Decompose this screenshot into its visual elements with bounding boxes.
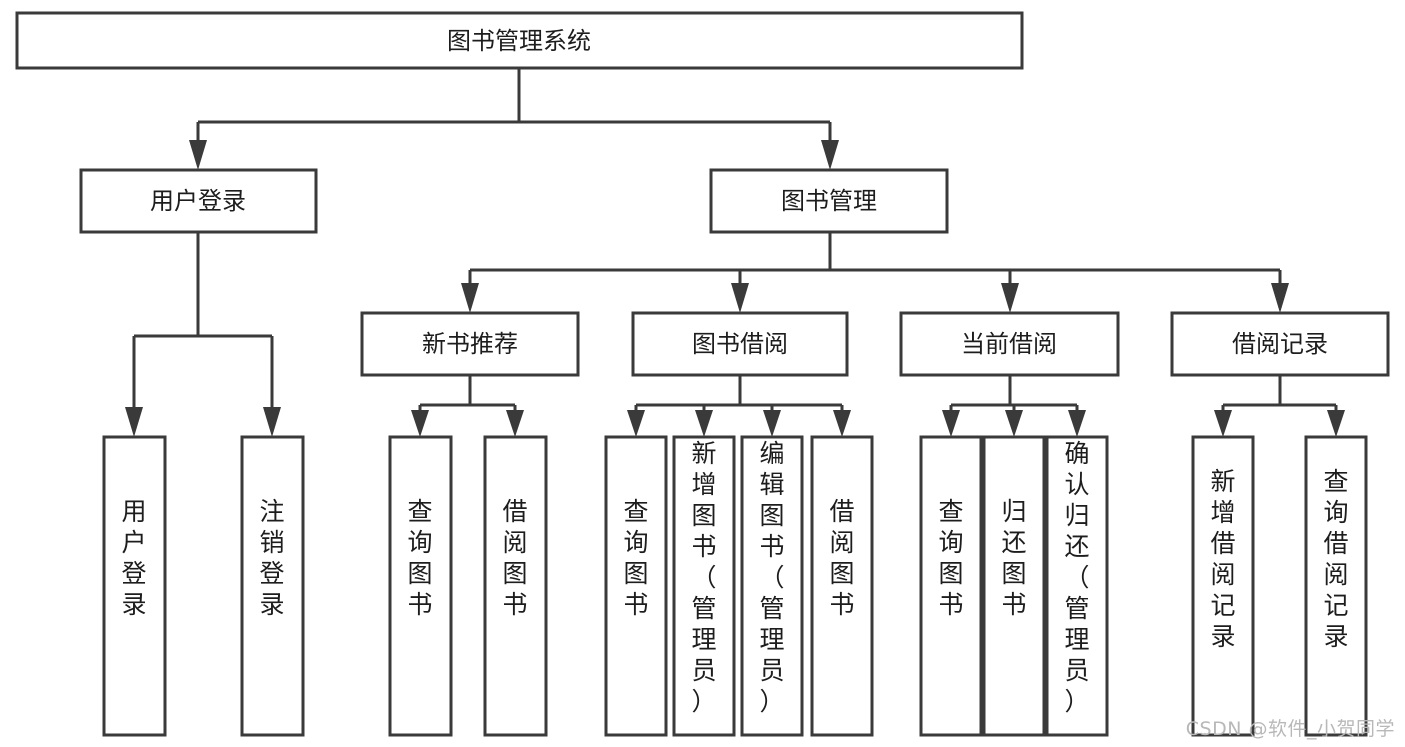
node-book-manage-label: 图书管理 (781, 187, 877, 215)
leaf-logout[interactable]: 注销登录 (240, 435, 305, 737)
leaf-nb-borrow-book[interactable]: 借阅图书 (483, 435, 548, 737)
leaf-bb-query-book[interactable]: 查询图书 (604, 435, 668, 737)
edge-group-book-borrow-to-leaves (627, 375, 851, 437)
edge-group-user-login-to-leaves (125, 232, 281, 437)
leaf-br-query-record-box[interactable] (1304, 435, 1368, 737)
edge-group-new-book-to-leaves (411, 375, 524, 437)
node-book-manage[interactable]: 图书管理 (709, 168, 949, 234)
arrow-head-nb-leaf-2 (506, 410, 524, 437)
leaf-cb-return-book-box[interactable] (982, 435, 1046, 737)
arrow-head-nb-leaf-1 (411, 410, 429, 437)
arrow-head-bb-leaf-3 (763, 410, 781, 437)
leaf-cb-query-book-label: 查询图书 (938, 497, 963, 619)
leaf-nb-query-book-label: 查询图书 (407, 497, 432, 619)
leaf-bb-add-book[interactable]: 新增图书（管理员） (672, 435, 736, 737)
node-borrow-record-label: 借阅记录 (1232, 330, 1328, 358)
leaf-cb-confirm-return[interactable]: 确认归还（管理员） (1045, 435, 1109, 737)
leaf-br-query-record[interactable]: 查询借阅记录 (1304, 435, 1368, 737)
leaf-cb-return-book-label: 归还图书 (1001, 497, 1026, 619)
leaf-nb-borrow-book-label: 借阅图书 (502, 497, 527, 619)
leaf-bb-query-book-box[interactable] (604, 435, 668, 737)
leaf-nb-query-book-box[interactable] (388, 435, 453, 737)
leaf-user-login-box[interactable] (102, 435, 167, 737)
arrow-head-leaf-logout (263, 407, 281, 437)
arrow-head-bb-leaf-4 (833, 410, 851, 437)
leaf-cb-return-book[interactable]: 归还图书 (982, 435, 1046, 737)
leaf-bb-borrow-book-box[interactable] (810, 435, 874, 737)
node-current-borrow[interactable]: 当前借阅 (899, 311, 1120, 377)
leaf-bb-borrow-book-label: 借阅图书 (829, 497, 854, 619)
arrow-head-cb-leaf-1 (942, 410, 960, 437)
node-new-book-recommend[interactable]: 新书推荐 (360, 311, 580, 377)
node-new-book-recommend-box[interactable] (360, 311, 580, 377)
node-user-login[interactable]: 用户登录 (79, 168, 318, 234)
arrow-head-book-borrow (731, 283, 749, 313)
leaf-br-add-record-box[interactable] (1191, 435, 1255, 737)
leaf-cb-confirm-return-label: 确认归还（管理员） (1064, 439, 1089, 716)
arrow-head-bb-leaf-2 (695, 410, 713, 437)
arrow-head-current-borrow (1001, 283, 1019, 313)
leaf-bb-add-book-box[interactable] (672, 435, 736, 737)
node-user-login-box[interactable] (79, 168, 318, 234)
arrow-head-new-book (461, 283, 479, 313)
arrow-head-cb-leaf-3 (1068, 410, 1086, 437)
node-root-box[interactable] (15, 11, 1024, 70)
arrow-head-user-login (189, 140, 207, 170)
leaf-br-query-record-label: 查询借阅记录 (1323, 467, 1348, 651)
arrow-head-cb-leaf-2 (1005, 410, 1023, 437)
edge-group-current-borrow-to-leaves (942, 375, 1086, 437)
leaf-bb-edit-book[interactable]: 编辑图书（管理员） (740, 435, 804, 737)
edge-group-root-to-level2 (189, 68, 839, 170)
node-new-book-recommend-label: 新书推荐 (422, 330, 518, 358)
csdn-watermark: CSDN @软件_小贺同学 (1185, 718, 1395, 740)
node-borrow-record[interactable]: 借阅记录 (1170, 311, 1390, 377)
arrow-head-bb-leaf-1 (627, 410, 645, 437)
arrow-head-br-leaf-1 (1214, 410, 1232, 437)
leaf-bb-edit-book-label: 编辑图书（管理员） (759, 439, 784, 716)
node-book-borrow[interactable]: 图书借阅 (631, 311, 849, 377)
node-book-borrow-label: 图书借阅 (692, 330, 788, 358)
arrow-head-borrow-record (1271, 283, 1289, 313)
leaf-nb-borrow-book-box[interactable] (483, 435, 548, 737)
node-current-borrow-box[interactable] (899, 311, 1120, 377)
leaf-nb-query-book[interactable]: 查询图书 (388, 435, 453, 737)
leaf-user-login-label: 用户登录 (121, 497, 146, 619)
arrow-head-br-leaf-2 (1327, 410, 1345, 437)
leaf-br-add-record-label: 新增借阅记录 (1210, 467, 1235, 651)
leaf-user-login[interactable]: 用户登录 (102, 435, 167, 737)
leaf-cb-query-book-box[interactable] (919, 435, 983, 737)
node-current-borrow-label: 当前借阅 (961, 330, 1057, 358)
node-root[interactable]: 图书管理系统 (15, 11, 1024, 70)
leaf-cb-confirm-return-box[interactable] (1045, 435, 1109, 737)
leaf-logout-label: 注销登录 (259, 497, 284, 619)
leaf-bb-borrow-book[interactable]: 借阅图书 (810, 435, 874, 737)
leaf-cb-query-book[interactable]: 查询图书 (919, 435, 983, 737)
leaf-bb-query-book-label: 查询图书 (623, 497, 648, 619)
node-borrow-record-box[interactable] (1170, 311, 1390, 377)
leaf-bb-edit-book-box[interactable] (740, 435, 804, 737)
arrow-head-book-manage (821, 140, 839, 170)
edge-group-borrow-record-to-leaves (1214, 375, 1345, 437)
node-root-label: 图书管理系统 (447, 27, 591, 55)
leaf-br-add-record[interactable]: 新增借阅记录 (1191, 435, 1255, 737)
leaf-bb-add-book-label: 新增图书（管理员） (691, 439, 716, 716)
node-book-borrow-box[interactable] (631, 311, 849, 377)
edge-group-book-manage-to-level3 (461, 232, 1289, 313)
leaf-logout-box[interactable] (240, 435, 305, 737)
node-book-manage-box[interactable] (709, 168, 949, 234)
node-user-login-label: 用户登录 (150, 187, 246, 215)
arrow-head-leaf-user-login (125, 407, 143, 437)
